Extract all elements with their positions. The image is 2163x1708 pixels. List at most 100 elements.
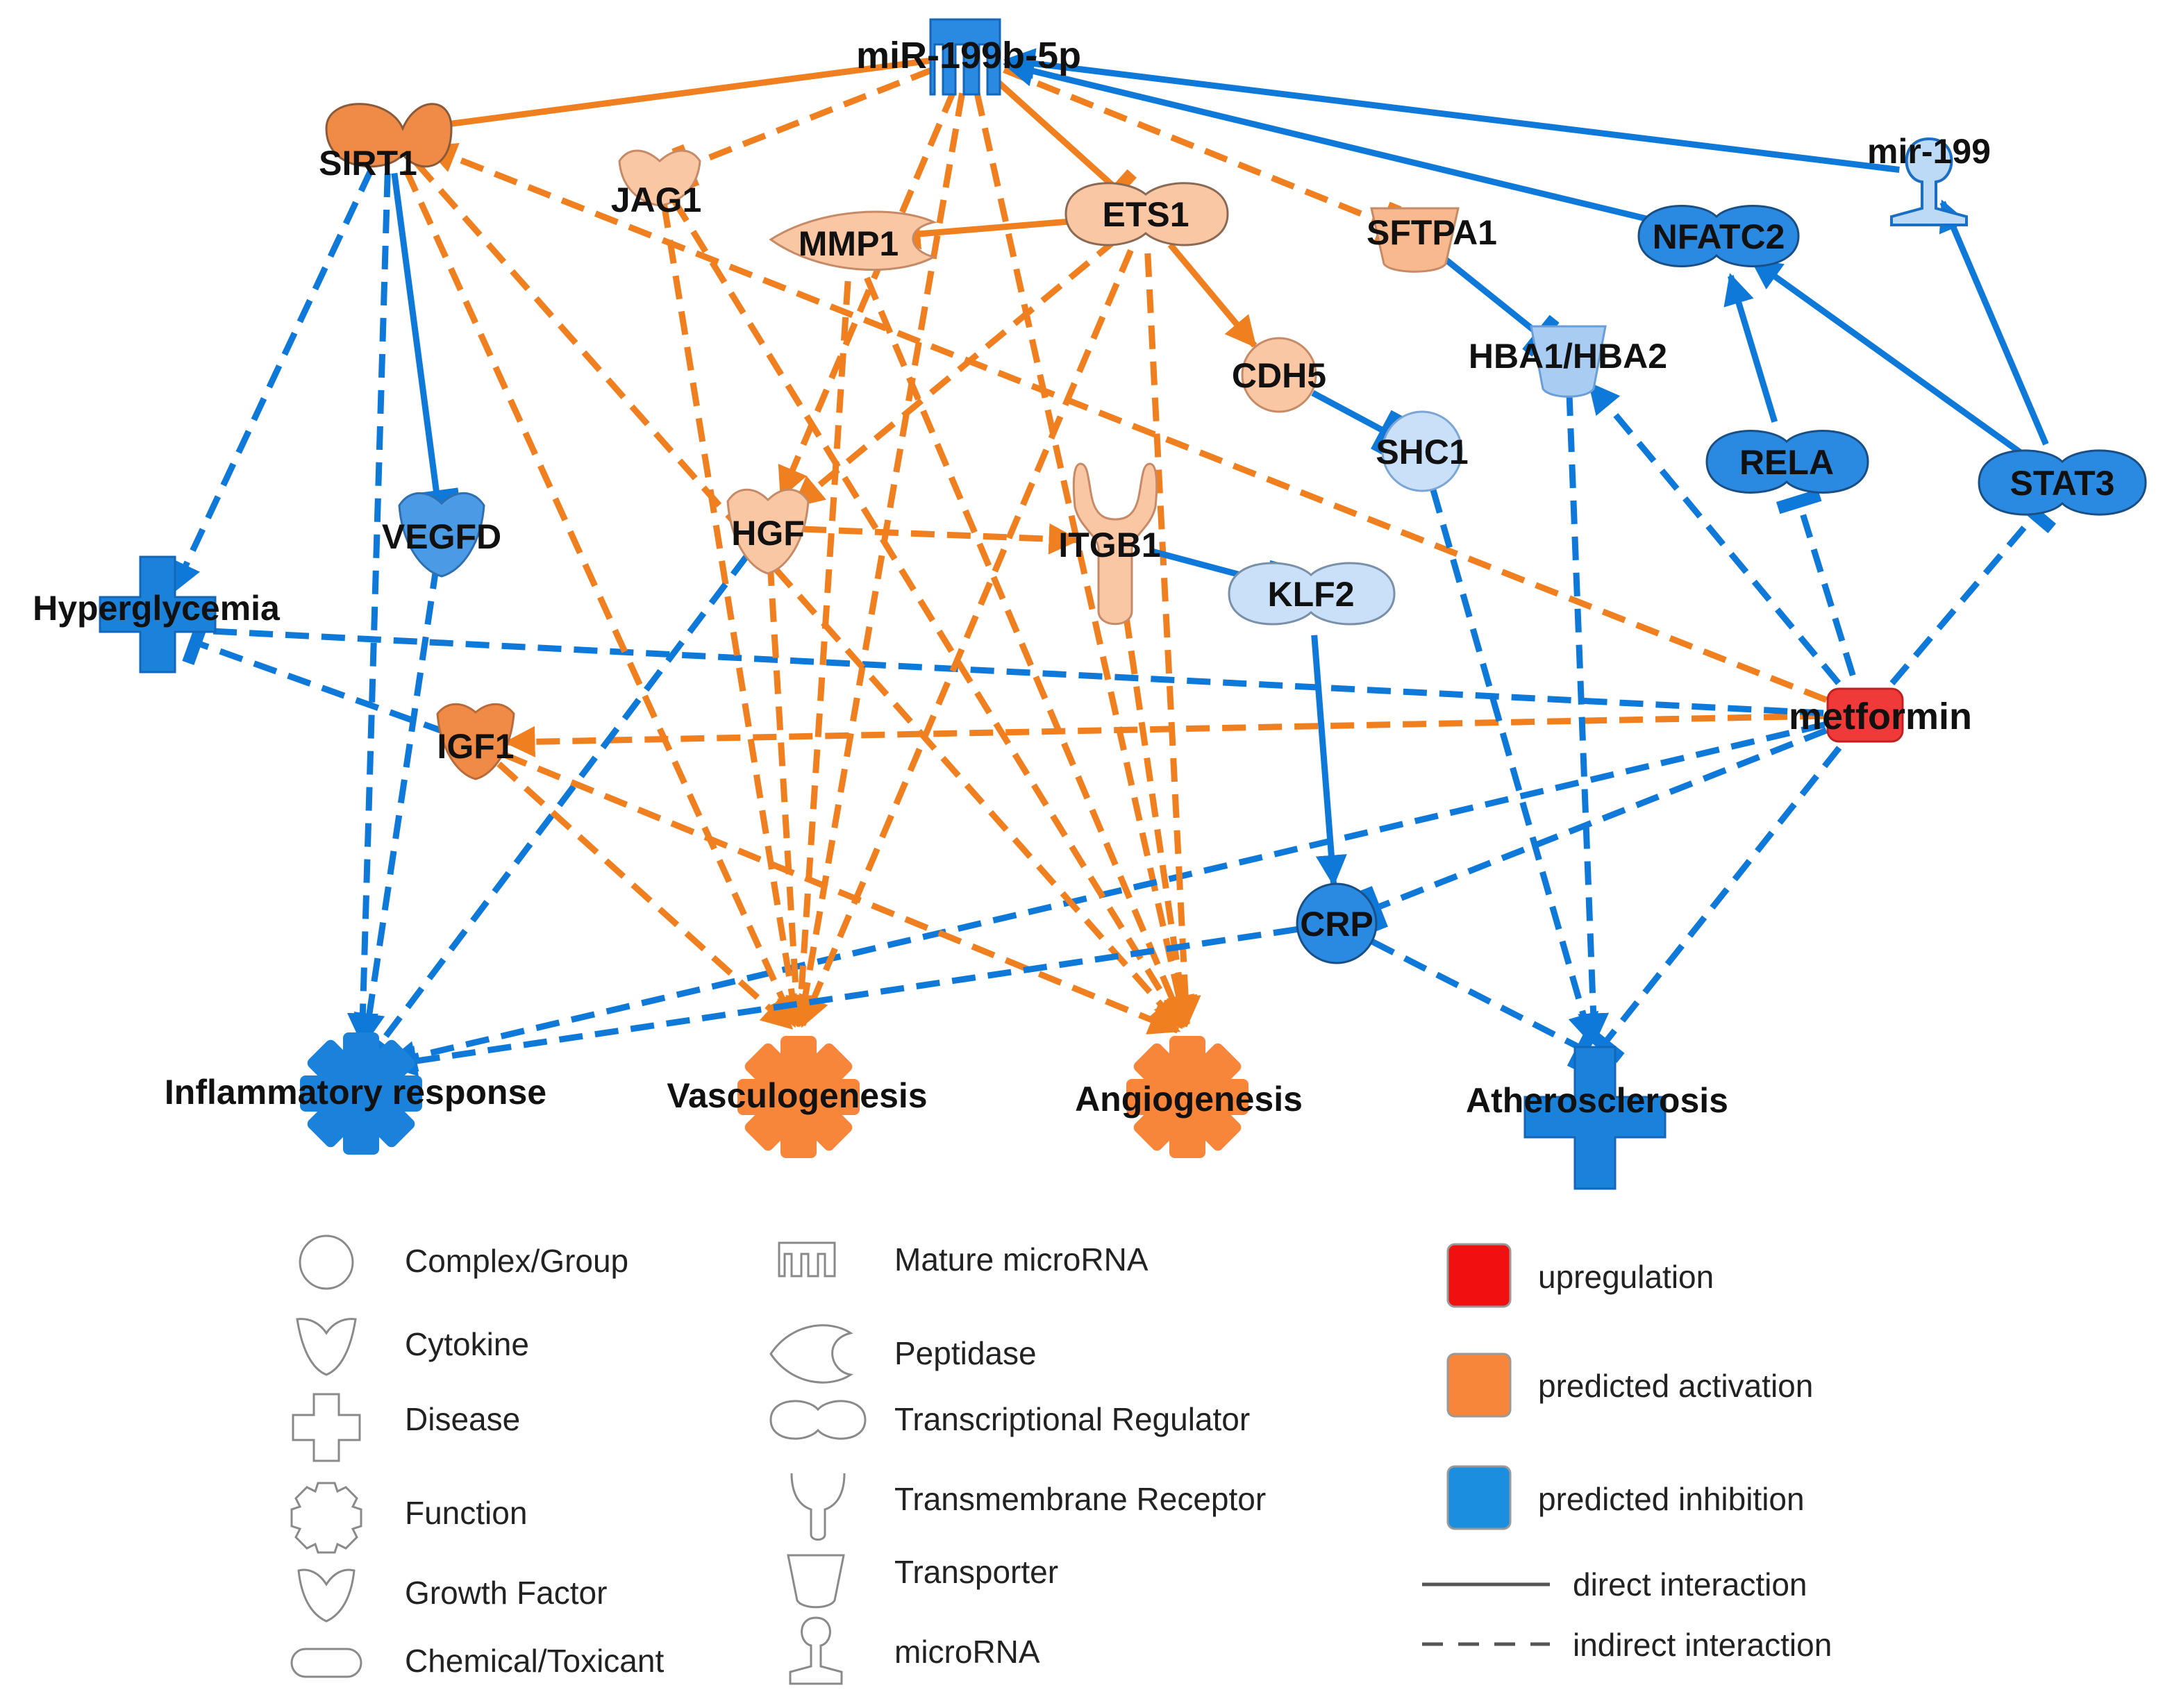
growth-factor-icon — [398, 492, 485, 578]
dumbbell-icon — [769, 1400, 867, 1440]
growth-factor-icon — [618, 149, 701, 207]
edge-hgf-to-vasculogenesis — [767, 562, 812, 1028]
hairpin-icon — [789, 1616, 843, 1685]
disease-cross-icon — [99, 555, 217, 673]
growth-factor-icon — [436, 703, 515, 780]
label-mir-199: mir-199 — [1867, 132, 1991, 171]
label-shc1: SHC1 — [1376, 433, 1468, 471]
label-klf2: KLF2 — [1268, 575, 1355, 614]
node-klf2[interactable]: KLF2 — [1228, 562, 1396, 626]
cup-icon — [787, 1554, 845, 1609]
cdh5-icon — [1241, 337, 1317, 413]
node-metformin[interactable]: metformin — [1789, 687, 1972, 743]
node-atherosclerosis[interactable]: Atherosclerosis — [1466, 1046, 1728, 1190]
disease-cross-icon — [1523, 1046, 1667, 1190]
chemical-icon — [1826, 687, 1904, 743]
node-ets1[interactable]: ETS1 — [1064, 182, 1229, 246]
node-stat3[interactable]: STAT3 — [1978, 449, 2147, 516]
function-gear-icon — [737, 1036, 860, 1158]
node-mir-199b-5p[interactable]: miR-199b-5p — [856, 18, 1081, 96]
edge-mir199b5p-to-sftpa1 — [1003, 67, 1402, 247]
edge-sftpa1-to-hba — [1439, 253, 1560, 357]
legend-label: Complex/Group — [405, 1243, 628, 1279]
edge-metformin-to-crp — [1360, 727, 1828, 932]
mature-microrna-icon — [929, 18, 1001, 96]
transcriptional-regulator-icon — [1705, 430, 1869, 494]
gear-icon — [290, 1482, 362, 1554]
edge-cdh5-to-shc1 — [1311, 390, 1403, 455]
label-jag1: JAG1 — [611, 181, 702, 219]
node-rela[interactable]: RELA — [1705, 430, 1869, 494]
node-inflammatory-response[interactable]: Inflammatory response — [165, 1032, 546, 1155]
node-cdh5[interactable]: CDH5 — [1232, 337, 1326, 413]
legend-label: Peptidase — [894, 1335, 1037, 1371]
node-nfatc2[interactable]: NFATC2 — [1637, 205, 1800, 267]
legend-label: predicted inhibition — [1538, 1481, 1805, 1517]
edge-mir199b5p-to-vasculogenesis — [790, 92, 966, 1028]
label-sftpa1: SFTPA1 — [1367, 213, 1497, 252]
node-igf1[interactable]: IGF1 — [436, 703, 515, 780]
edge-stat3-to-mir199 — [1939, 199, 2049, 446]
peptidase-icon — [769, 210, 937, 271]
node-itgb1[interactable]: ITGB1 — [1058, 462, 1161, 626]
node-vasculogenesis[interactable]: Vasculogenesis — [667, 1036, 928, 1158]
edge-sirt1-to-inflammatory — [346, 173, 391, 1045]
edge-mir199b5p-to-jag1 — [671, 66, 935, 190]
node-mmp1[interactable]: MMP1 — [769, 210, 937, 271]
node-sirt1[interactable]: SIRT1 — [319, 103, 453, 183]
label-hba1-hba2: HBA1/HBA2 — [1469, 337, 1667, 376]
edge-ets1-to-vasculogenesis — [799, 249, 1134, 1028]
label-crp: CRP — [1300, 905, 1373, 944]
edge-vegfd-to-inflammatory — [353, 564, 440, 1045]
label-vasculogenesis: Vasculogenesis — [667, 1076, 927, 1115]
legend-label: indirect interaction — [1573, 1627, 1832, 1663]
edge-nfatc2-to-mir199b5p — [1003, 56, 1679, 230]
edge-mir199b5p-to-ets1 — [994, 78, 1137, 210]
legend-label: direct interaction — [1573, 1566, 1807, 1602]
edge-klf2-to-crp — [1311, 635, 1347, 887]
edge-metformin-to-hba — [1587, 382, 1842, 685]
label-angiogenesis: Angiogenesis — [1075, 1080, 1303, 1119]
edge-hba-to-atherosclerosis — [1566, 392, 1610, 1045]
edges-layer — [171, 48, 2057, 1077]
shc1-icon — [1381, 410, 1463, 492]
node-hgf[interactable]: HGF — [726, 488, 810, 575]
label-ets1: ETS1 — [1102, 195, 1189, 234]
predicted-inhibition-swatch — [1446, 1465, 1512, 1530]
label-sirt1: SIRT1 — [319, 144, 417, 183]
label-mir-199b-5p: miR-199b-5p — [856, 35, 1081, 76]
edge-mir199-to-mir199b5p — [1003, 48, 1900, 173]
cytokine-icon — [296, 1318, 357, 1376]
edge-stat3-to-nfatc2 — [1750, 258, 2030, 461]
node-jag1[interactable]: JAG1 — [611, 149, 702, 219]
edge-jag1-to-vasculogenesis — [660, 203, 808, 1028]
edge-ets1-to-cdh5 — [1167, 242, 1258, 349]
legend-label: upregulation — [1538, 1259, 1714, 1295]
legend-label: Transmembrane Receptor — [894, 1481, 1266, 1517]
label-itgb1: ITGB1 — [1058, 526, 1160, 564]
node-angiogenesis[interactable]: Angiogenesis — [1075, 1036, 1303, 1158]
legend-label: Mature microRNA — [894, 1241, 1149, 1278]
node-vegfd[interactable]: VEGFD — [382, 492, 501, 578]
edge-igf1-to-hyperglycemia — [182, 619, 448, 736]
edge-metformin-to-atherosclerosis — [1582, 746, 1842, 1063]
node-hyperglycemia[interactable]: Hyperglycemia — [33, 555, 281, 673]
node-sftpa1[interactable]: SFTPA1 — [1367, 207, 1497, 273]
node-mir-199[interactable]: mir-199 — [1867, 132, 1991, 226]
node-hba1-hba2[interactable]: HBA1/HBA2 — [1469, 325, 1667, 398]
edge-crp-to-atherosclerosis — [1371, 939, 1598, 1072]
node-shc1[interactable]: SHC1 — [1376, 410, 1469, 492]
predicted-activation-swatch — [1446, 1353, 1512, 1418]
edge-mir199b5p-to-hgf — [778, 89, 957, 499]
crp-icon — [1296, 882, 1378, 964]
edge-crp-to-inflammatory — [385, 926, 1298, 1077]
transcriptional-regulator-icon — [325, 103, 453, 168]
edge-hgf-to-inflammatory — [356, 553, 750, 1066]
label-atherosclerosis: Atherosclerosis — [1466, 1081, 1728, 1120]
cross-icon — [292, 1393, 361, 1462]
label-igf1: IGF1 — [437, 727, 514, 766]
node-crp[interactable]: CRP — [1296, 882, 1378, 964]
nodes-layer: miR-199b-5p SIRT1 JAG1 MMP1 ETS1 SFTPA1 — [33, 18, 2147, 1190]
edge-rela-to-nfatc2 — [1723, 273, 1778, 423]
